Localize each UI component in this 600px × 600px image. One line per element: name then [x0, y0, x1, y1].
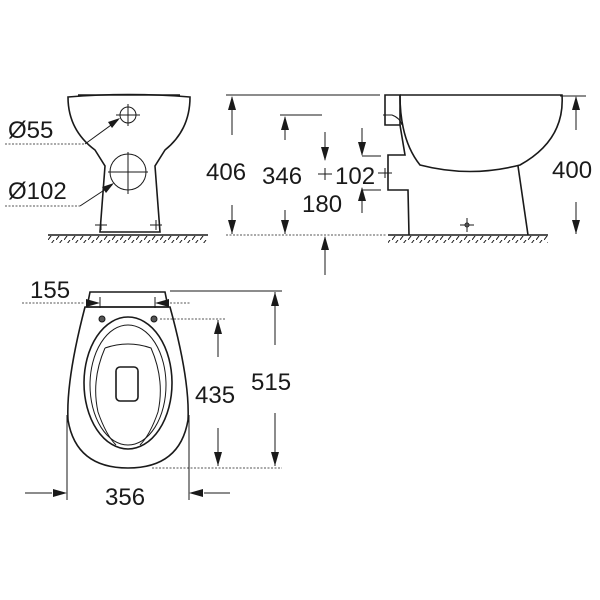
top-view: 155 515 435 356: [22, 277, 291, 511]
seat-inner-right: [104, 343, 161, 446]
label-diameter-55: Ø55: [8, 117, 53, 144]
label-depth-515: 515: [251, 369, 291, 396]
hinge-plate: [86, 291, 169, 308]
label-width-155: 155: [30, 277, 70, 304]
front-view: Ø55 Ø102: [5, 93, 208, 243]
label-height-406: 406: [206, 159, 246, 186]
seat-inner-left: [95, 347, 117, 446]
side-inlet: [384, 94, 401, 126]
hinge-hole-left: [98, 315, 106, 323]
label-depth-435: 435: [195, 382, 235, 409]
lid-grip: [115, 366, 139, 402]
side-view: 406 346 180 102: [206, 94, 592, 275]
label-height-180: 180: [302, 191, 342, 218]
label-width-356: 356: [105, 484, 145, 511]
side-front-profile: [517, 165, 529, 236]
label-diameter-102: Ø102: [8, 178, 67, 205]
side-back-profile: [387, 124, 410, 236]
label-height-346: 346: [262, 163, 302, 190]
seat-outer: [83, 316, 173, 450]
side-bowl: [399, 94, 563, 173]
label-height-102: 102: [335, 163, 375, 190]
label-height-400: 400: [552, 157, 592, 184]
top-bowl-outline: [67, 306, 189, 469]
hinge-hole-right: [150, 315, 158, 323]
